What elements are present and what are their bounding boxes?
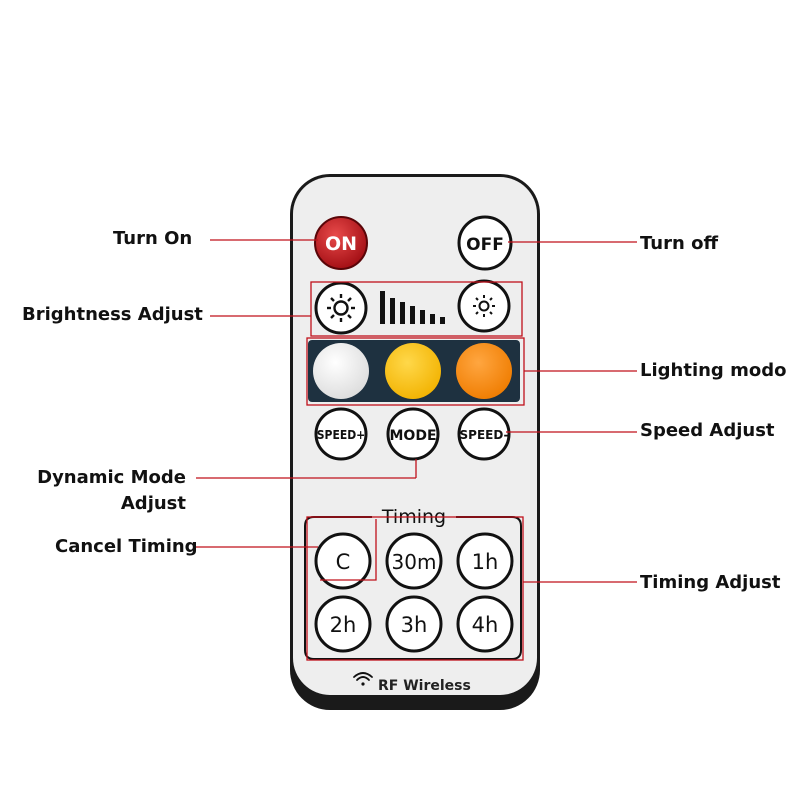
timer-label-cancel: C <box>336 550 351 574</box>
callout-cancel-timing: Cancel Timing <box>55 536 198 557</box>
callout-dynamic-mode: Dynamic Mode Adjust <box>30 465 186 517</box>
timer-label-1h: 1h <box>472 550 499 574</box>
timer-button-cancel[interactable]: C <box>314 532 372 590</box>
timer-button-4h[interactable]: 4h <box>456 595 514 653</box>
mode-label: MODE <box>389 428 436 444</box>
brightness-up-button[interactable] <box>314 281 368 335</box>
sun-small-icon <box>473 295 495 317</box>
timer-button-30m[interactable]: 30m <box>385 532 443 590</box>
speed-plus-button[interactable] <box>314 407 368 461</box>
callout-lighting-mode: Lighting modo <box>640 360 787 381</box>
callout-lines <box>196 239 637 583</box>
on-button[interactable] <box>314 216 368 270</box>
speed-minus-label: SPEED- <box>460 428 509 442</box>
speed-plus-label: SPEED+ <box>317 428 365 442</box>
off-button-label: OFF <box>466 235 504 255</box>
timer-button-1h[interactable]: 1h <box>456 532 514 590</box>
callout-turn-on: Turn On <box>113 228 193 249</box>
callout-timing-adjust: Timing Adjust <box>640 572 781 593</box>
warm-light-button[interactable] <box>385 343 441 399</box>
callout-dynamic-mode-line1: Dynamic Mode <box>37 467 186 488</box>
timer-label-4h: 4h <box>472 613 499 637</box>
off-button[interactable] <box>457 215 513 271</box>
on-button-label: ON <box>325 233 357 255</box>
timer-label-3h: 3h <box>401 613 428 637</box>
timing-highlight-box <box>306 516 524 661</box>
sun-icon <box>327 294 355 322</box>
timer-button-3h[interactable]: 3h <box>385 595 443 653</box>
mode-button[interactable] <box>386 407 440 461</box>
callout-speed-adjust: Speed Adjust <box>640 420 775 441</box>
callout-dynamic-mode-line2: Adjust <box>120 493 186 514</box>
orange-light-button[interactable] <box>456 343 512 399</box>
callout-turn-off: Turn off <box>640 233 719 254</box>
rf-wireless-label: RF Wireless <box>378 678 471 694</box>
wifi-icon <box>353 672 373 686</box>
timer-button-2h[interactable]: 2h <box>314 595 372 653</box>
timer-label-2h: 2h <box>330 613 357 637</box>
timer-label-30m: 30m <box>392 550 437 574</box>
white-light-button[interactable] <box>313 343 369 399</box>
speed-minus-button[interactable] <box>457 407 511 461</box>
callout-brightness-adjust: Brightness Adjust <box>22 304 203 325</box>
brightness-highlight-box <box>310 281 523 337</box>
timing-group-frame <box>304 516 522 660</box>
level-bars-icon <box>380 291 445 324</box>
brightness-down-button[interactable] <box>457 279 511 333</box>
